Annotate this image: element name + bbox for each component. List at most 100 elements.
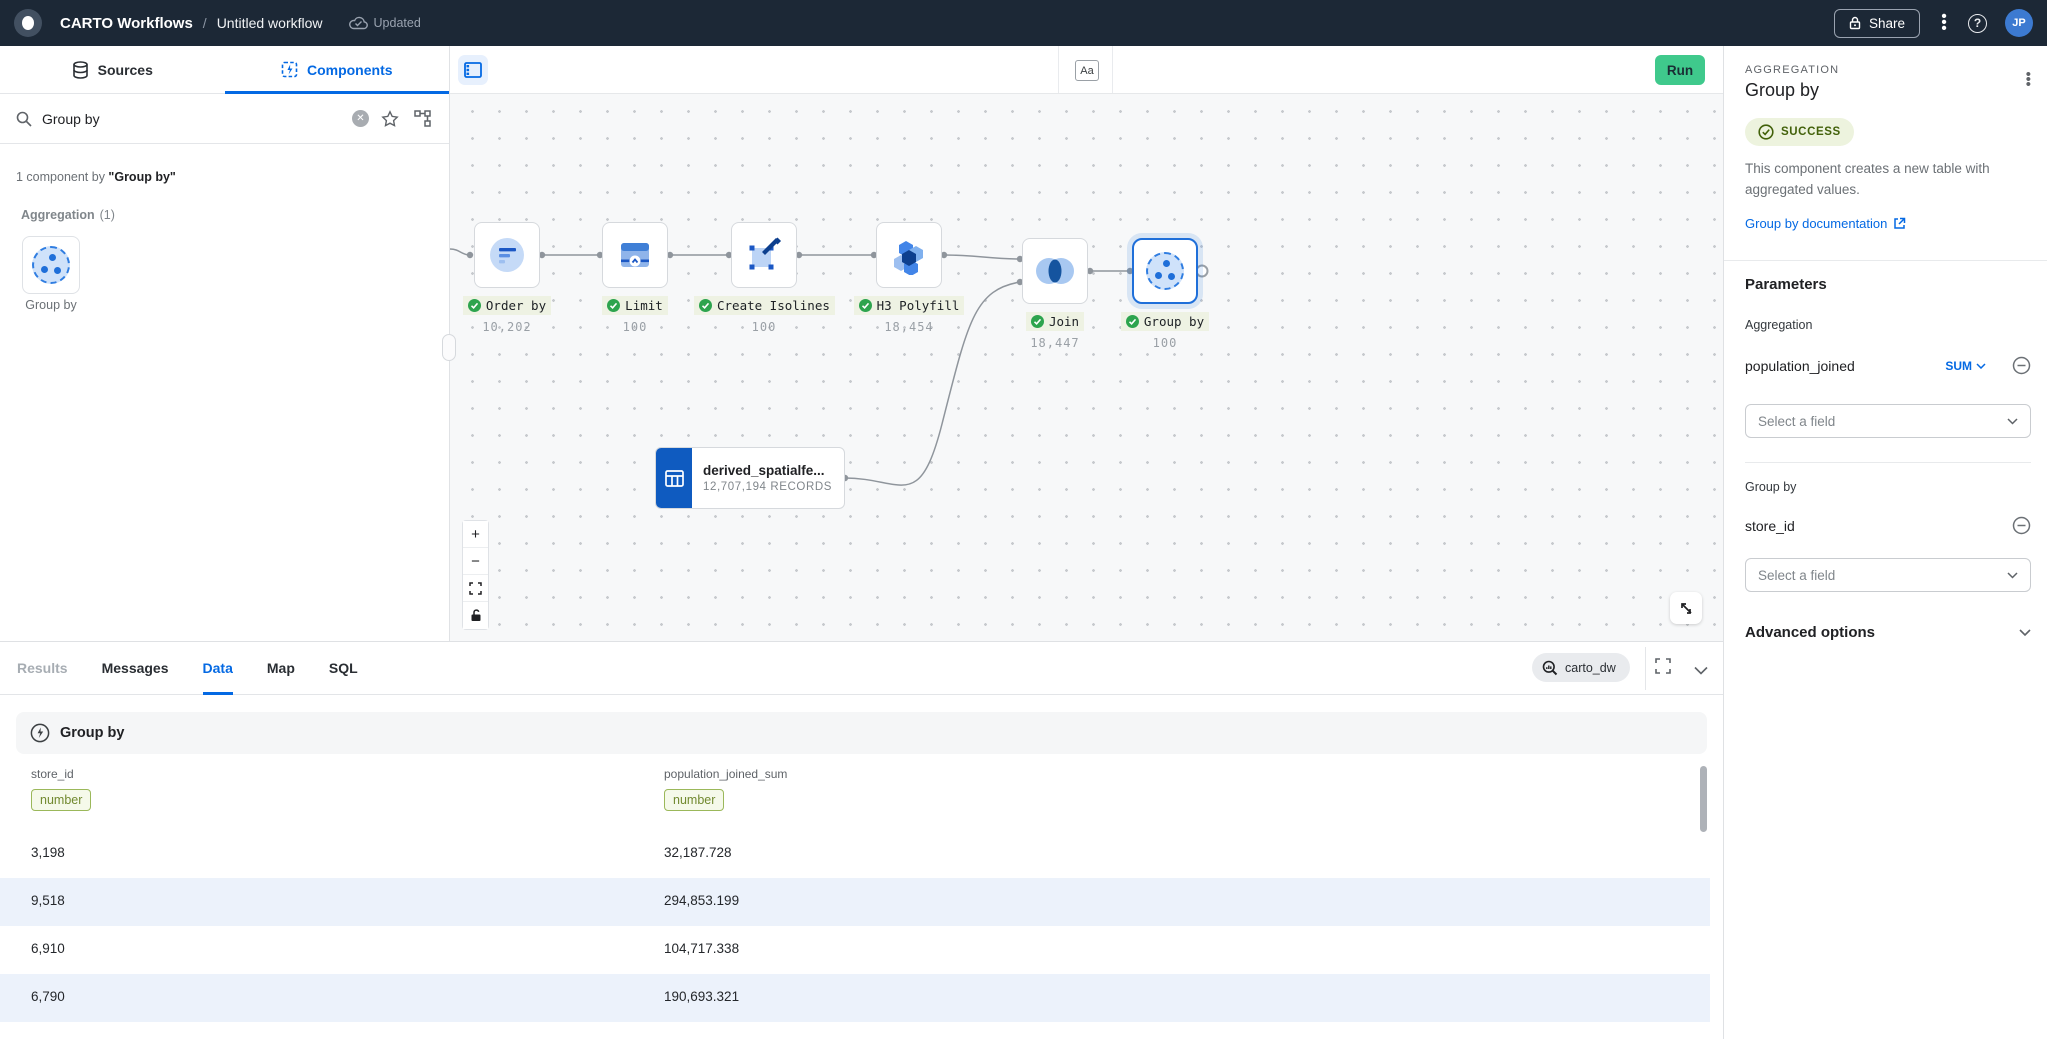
table-row[interactable]: 6,790 190,693.321: [0, 974, 1710, 1022]
favorites-star-icon[interactable]: [379, 108, 401, 130]
node-row-count: 10,202: [482, 320, 532, 334]
fit-view-icon: [469, 581, 482, 595]
source-table-records: 12,707,194 RECORDS: [703, 481, 833, 493]
node-row-count: 18,454: [884, 320, 934, 334]
clear-search-icon[interactable]: ✕: [352, 110, 369, 127]
app-title: CARTO Workflows: [60, 14, 193, 32]
zoom-out-button[interactable]: −: [463, 548, 488, 575]
node-create-isolines[interactable]: Create Isolines 100: [694, 222, 835, 334]
table-row[interactable]: 6,910 104,717.338: [0, 926, 1710, 974]
annotation-tool-button[interactable]: Aa: [1075, 60, 1099, 81]
fit-view-button[interactable]: [463, 575, 488, 602]
component-options-icon[interactable]: •••: [2025, 66, 2031, 93]
group-by-field-select[interactable]: Select a field: [1745, 558, 2031, 592]
tab-components[interactable]: Components: [224, 46, 450, 94]
parameters-heading: Parameters: [1745, 276, 1827, 293]
node-status-label: H3 Polyfill: [853, 296, 965, 315]
success-check-icon: [1125, 315, 1139, 328]
tab-results[interactable]: Results: [17, 660, 68, 676]
toolbar-divider: [1058, 46, 1059, 93]
lock-canvas-button[interactable]: [463, 602, 488, 629]
workflow-title[interactable]: Untitled workflow: [216, 15, 323, 31]
group-by-icon: [1146, 252, 1184, 290]
result-section-title: Group by: [60, 725, 125, 741]
top-bar: CARTO Workflows / Untitled workflow Upda…: [0, 0, 2047, 46]
documentation-link[interactable]: Group by documentation: [1745, 216, 2031, 231]
connection-badge[interactable]: carto_dw: [1532, 653, 1630, 682]
sync-status-label: Updated: [373, 16, 421, 30]
node-card[interactable]: [474, 222, 540, 288]
result-section-header[interactable]: Group by: [16, 712, 1707, 754]
avatar[interactable]: JP: [2005, 9, 2033, 37]
carto-logo[interactable]: [14, 9, 42, 37]
component-card-group-by[interactable]: [22, 236, 80, 294]
bigquery-icon: [1542, 660, 1558, 675]
tab-sources[interactable]: Sources: [0, 46, 225, 93]
remove-field-icon[interactable]: [2012, 356, 2031, 375]
component-result-icon: [30, 723, 50, 743]
component-tree-icon[interactable]: [411, 108, 433, 130]
tab-sql[interactable]: SQL: [328, 660, 358, 676]
node-card[interactable]: [602, 222, 668, 288]
node-join[interactable]: Join 18,447: [985, 238, 1125, 350]
node-card[interactable]: [731, 222, 797, 288]
aggregation-field-select[interactable]: Select a field: [1745, 404, 2031, 438]
chevron-down-icon: [2019, 628, 2031, 636]
unlock-icon: [471, 609, 480, 621]
column-type-badge: number: [31, 789, 92, 811]
node-limit[interactable]: Limit 100: [565, 222, 705, 334]
component-settings-panel: AGGREGATION Group by ••• SUCCESS This co…: [1723, 46, 2047, 1039]
group-by-field-row: store_id: [1745, 516, 2031, 535]
expand-panel-icon[interactable]: [1655, 658, 1671, 679]
success-check-icon: [858, 299, 872, 312]
run-button[interactable]: Run: [1655, 55, 1705, 85]
more-options-icon[interactable]: •••: [1941, 8, 1947, 37]
collapse-panel-icon[interactable]: [1694, 662, 1708, 680]
aggregation-function-dropdown[interactable]: SUM: [1945, 359, 1986, 373]
node-card[interactable]: [876, 222, 942, 288]
cell-store-id: 6,790: [31, 989, 65, 1004]
share-button[interactable]: Share: [1833, 8, 1920, 38]
table-scrollbar[interactable]: [1700, 766, 1707, 832]
panel-divider: [1745, 462, 2031, 463]
tab-data[interactable]: Data: [202, 642, 234, 695]
zoom-in-button[interactable]: +: [463, 521, 488, 548]
carto-logo-dot: [22, 16, 34, 30]
node-h3-polyfill[interactable]: H3 Polyfill 18,454: [839, 222, 979, 334]
node-order-by[interactable]: Order by 10,202: [437, 222, 577, 334]
node-source-table[interactable]: derived_spatialfe... 12,707,194 RECORDS: [655, 447, 845, 509]
remove-field-icon[interactable]: [2012, 516, 2031, 535]
help-icon[interactable]: ?: [1968, 13, 1987, 33]
group-by-field-name: store_id: [1745, 517, 1795, 534]
canvas-controls: + −: [462, 520, 489, 630]
success-check-icon: [467, 299, 481, 312]
sidebar-layout-icon: [464, 62, 482, 78]
advanced-options-toggle[interactable]: Advanced options: [1745, 624, 2031, 641]
expand-canvas-button[interactable]: [1670, 592, 1702, 624]
node-group-by[interactable]: Group by 100: [1095, 238, 1235, 350]
limit-icon: [621, 243, 649, 267]
cell-store-id: 6,910: [31, 941, 65, 956]
aggregation-field-name: population_joined: [1745, 357, 1855, 374]
node-card-selected[interactable]: [1132, 238, 1198, 304]
node-card[interactable]: [1022, 238, 1088, 304]
diagonal-resize-icon: [1680, 602, 1692, 614]
toggle-sidebar-button[interactable]: [458, 55, 488, 85]
tab-messages[interactable]: Messages: [101, 660, 169, 676]
chevron-down-icon: [1976, 362, 1986, 369]
component-search[interactable]: Group by ✕: [0, 94, 449, 144]
source-table-name: derived_spatialfe...: [703, 463, 825, 478]
search-input[interactable]: Group by: [42, 110, 100, 127]
column-header: store_id: [31, 767, 74, 781]
table-row[interactable]: 3,198 32,187.728: [0, 830, 1710, 878]
connection-name: carto_dw: [1565, 660, 1616, 675]
table-row[interactable]: 9,518 294,853.199: [0, 878, 1710, 926]
component-category: AGGREGATION: [1745, 64, 1840, 76]
group-by-icon: [32, 246, 70, 284]
tab-map[interactable]: Map: [266, 660, 295, 676]
canvas-edge-handle[interactable]: [442, 334, 456, 361]
aggregation-field-row: population_joined SUM: [1745, 356, 2031, 375]
component-title: Group by: [1745, 80, 1820, 100]
lock-icon: [1849, 16, 1861, 30]
workflow-canvas[interactable]: Order by 10,202 Limit 100 Create Isoline…: [442, 94, 1723, 641]
